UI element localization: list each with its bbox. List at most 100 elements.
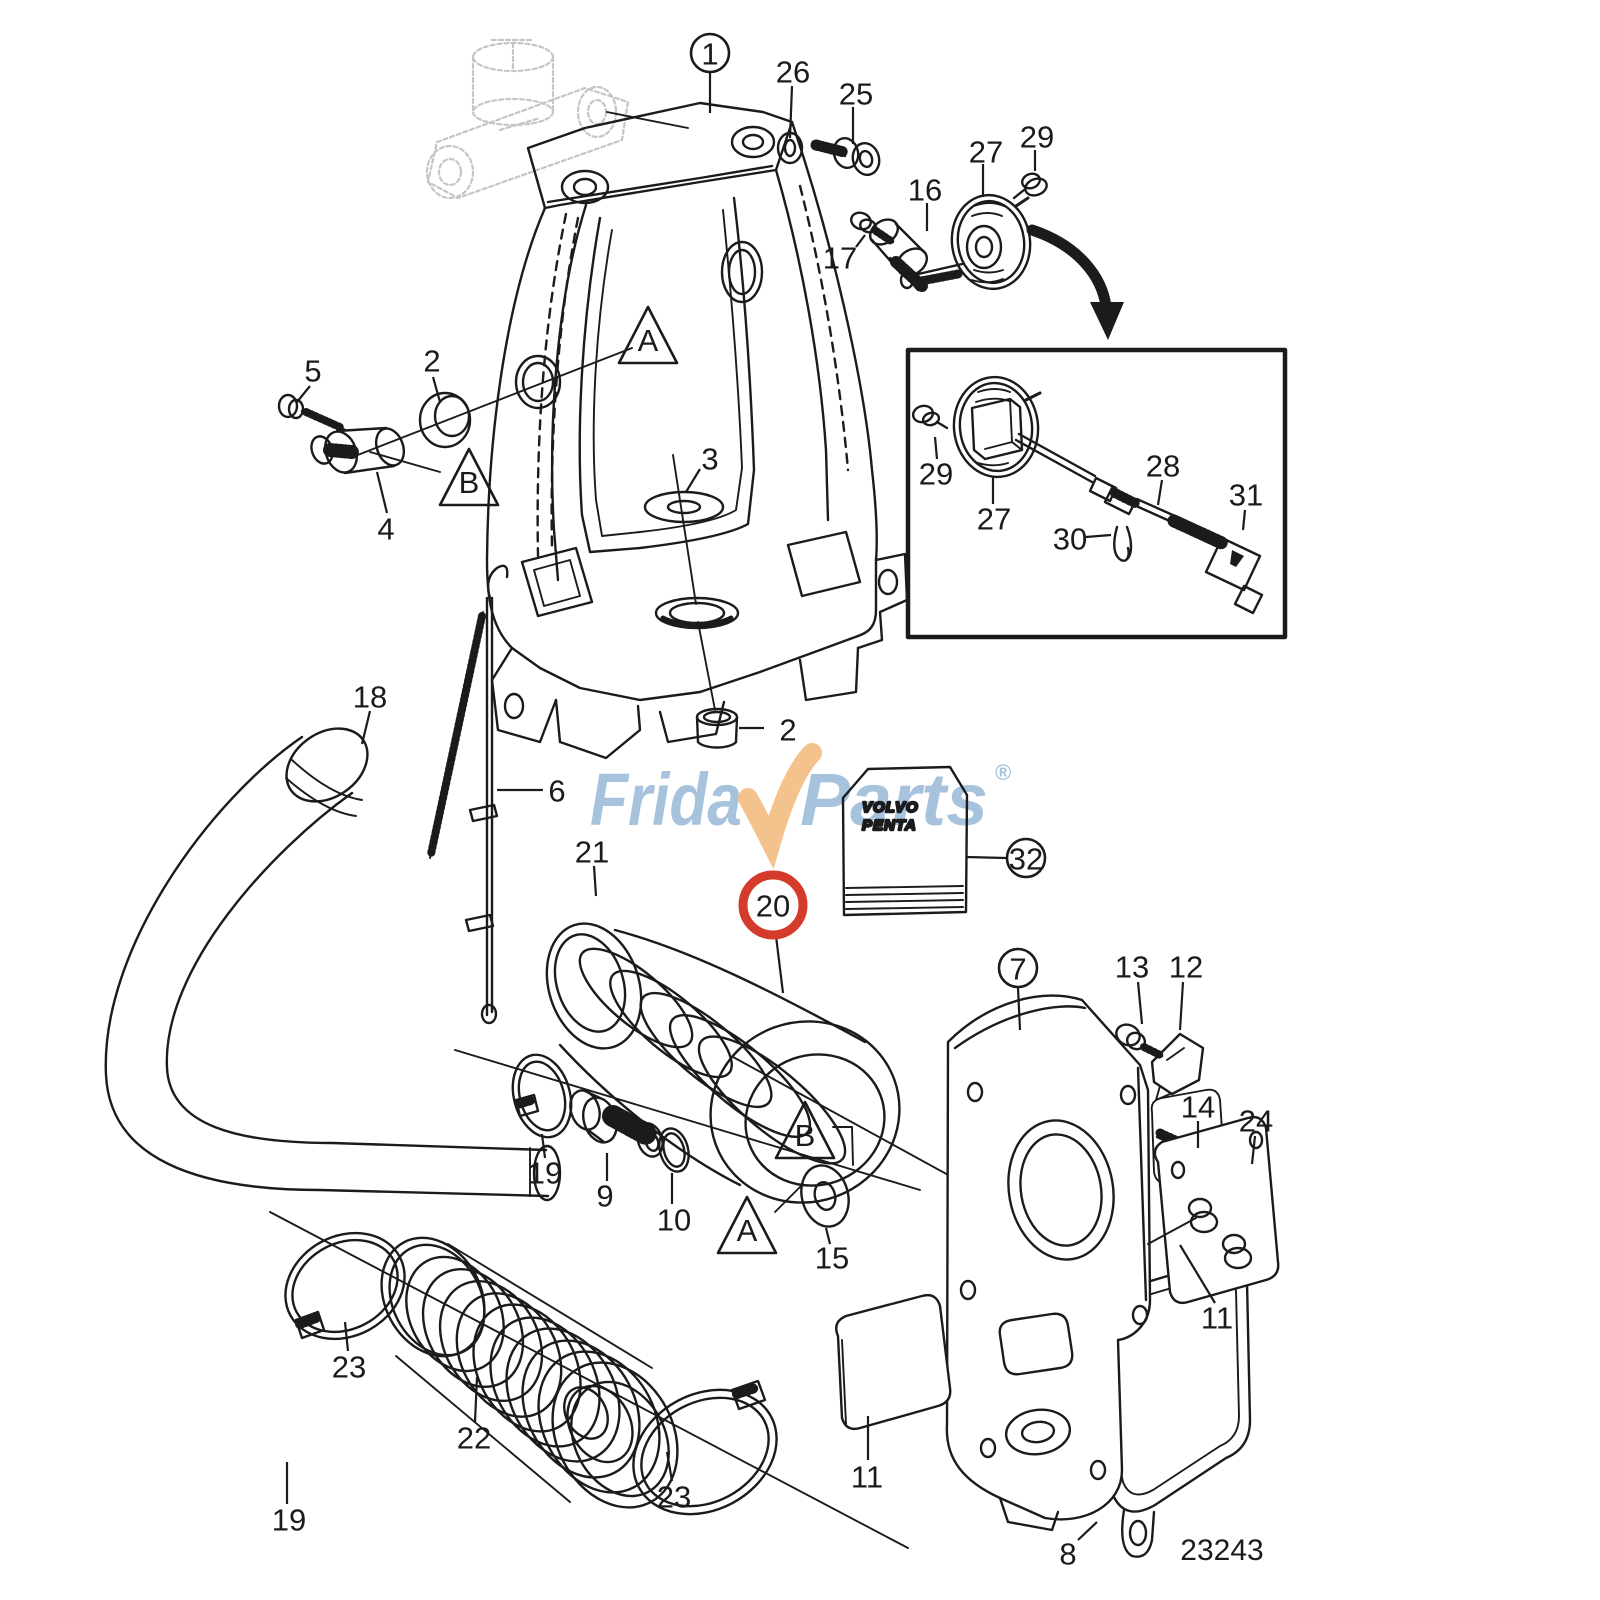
triangle-letter: B bbox=[459, 465, 480, 500]
callout-24-21: 24 bbox=[1239, 1104, 1273, 1165]
volvo-text: VOLVO bbox=[862, 799, 919, 816]
callout-16-4: 16 bbox=[908, 173, 942, 231]
callout-number: 31 bbox=[1229, 478, 1263, 513]
callout-4-9: 4 bbox=[375, 471, 395, 547]
bushing-2-upper bbox=[418, 391, 472, 449]
bolt-17 bbox=[850, 211, 895, 245]
triangle-a-low-line bbox=[774, 1183, 804, 1213]
exhaust-clamp-23-left bbox=[284, 1231, 406, 1341]
callout-circle bbox=[997, 947, 1039, 989]
leader-line bbox=[1077, 1521, 1098, 1541]
callout-8-32: 8 bbox=[1059, 1521, 1098, 1572]
inset-arrowhead bbox=[1090, 302, 1124, 340]
washer-3 bbox=[643, 490, 725, 524]
callout-number: 23 bbox=[657, 1480, 691, 1515]
axis-line-washer3 bbox=[672, 454, 697, 605]
axis-line-lower-1 bbox=[454, 1049, 921, 1191]
leader-line bbox=[360, 710, 372, 745]
leader-line bbox=[1179, 1244, 1216, 1304]
callout-number: 4 bbox=[377, 512, 394, 547]
leader-line bbox=[824, 1227, 832, 1245]
exhaust-hose-18 bbox=[104, 727, 562, 1202]
callout-number: 22 bbox=[457, 1421, 491, 1456]
callout-number: 2 bbox=[779, 713, 796, 748]
leader-line bbox=[1085, 533, 1112, 539]
callout-number: 8 bbox=[1059, 1537, 1076, 1572]
callout-number: 2 bbox=[423, 344, 440, 379]
callout-28-35: 28 bbox=[1146, 449, 1180, 506]
triangle-outline bbox=[774, 1100, 836, 1160]
triangle-b-low-line bbox=[832, 1126, 854, 1166]
callout-18-13: 18 bbox=[353, 680, 387, 745]
clip-plate-12 bbox=[1150, 1032, 1205, 1101]
callout-7-17: 7 bbox=[997, 947, 1039, 1031]
triangle-marker-A-0: A bbox=[617, 305, 679, 365]
bolt-29-top bbox=[1012, 172, 1048, 200]
callout-number: 17 bbox=[823, 241, 857, 276]
leader-line bbox=[1178, 981, 1185, 1031]
callout-number: 26 bbox=[776, 55, 810, 90]
callout-number: 12 bbox=[1169, 950, 1203, 985]
bolt-5 bbox=[277, 393, 347, 432]
callout-number: 15 bbox=[815, 1241, 849, 1276]
leader-line bbox=[1241, 509, 1247, 531]
steering-plate-27-inset bbox=[952, 375, 1042, 479]
callout-31-37: 31 bbox=[1229, 478, 1263, 531]
leader-line bbox=[473, 1376, 479, 1423]
leader-line bbox=[965, 855, 1007, 860]
callout-9-23: 9 bbox=[596, 1153, 614, 1214]
watermark: Frida Parts ® bbox=[590, 743, 1011, 870]
bolt-25 bbox=[810, 136, 881, 177]
watermark-registered-mark: ® bbox=[995, 760, 1011, 785]
callout-number: 18 bbox=[353, 680, 387, 715]
callout-circle bbox=[1005, 837, 1047, 879]
washer-15 bbox=[800, 1164, 850, 1228]
callout-21-14: 21 bbox=[575, 835, 609, 897]
connector-31 bbox=[1204, 536, 1264, 615]
triangle-letter: A bbox=[638, 323, 659, 358]
callout-number: 29 bbox=[919, 457, 953, 492]
callout-number: 29 bbox=[1020, 120, 1054, 155]
cotter-pin-30 bbox=[1113, 525, 1133, 562]
watermark-text-left: Frida bbox=[590, 758, 742, 841]
callout-2-7: 2 bbox=[423, 344, 442, 403]
callout-number: 25 bbox=[839, 77, 873, 112]
callout-25-2: 25 bbox=[839, 77, 873, 144]
penta-text: PENTA bbox=[862, 817, 917, 834]
callout-number: 23 bbox=[332, 1350, 366, 1385]
leader-line bbox=[788, 85, 794, 139]
callout-number: 16 bbox=[908, 173, 942, 208]
volvo-penta-kit-32: VOLVO PENTA bbox=[841, 765, 969, 917]
callout-number: 5 bbox=[304, 354, 321, 389]
callout-number: 20 bbox=[756, 889, 790, 924]
callout-5-8: 5 bbox=[296, 354, 322, 403]
callout-15-25: 15 bbox=[815, 1227, 849, 1276]
bushing-2-lower bbox=[695, 707, 739, 749]
callout-3-10: 3 bbox=[685, 442, 719, 493]
highlight-circle bbox=[738, 870, 808, 940]
callout-23-29: 23 bbox=[657, 1451, 691, 1515]
axis-line-exhaust bbox=[269, 1211, 909, 1549]
shift-cable-28 bbox=[1014, 432, 1229, 550]
bolt-29-inset bbox=[911, 404, 949, 430]
hose-clamp-19 bbox=[511, 1053, 573, 1139]
triangle-outline bbox=[716, 1195, 778, 1255]
triangle-letter: B bbox=[795, 1118, 816, 1153]
leader-line bbox=[375, 471, 389, 514]
callout-11-26: 11 bbox=[1179, 1244, 1233, 1336]
steering-attachment-plate-27 bbox=[899, 193, 1032, 291]
callout-number: 11 bbox=[1201, 1301, 1233, 1336]
leader-line bbox=[855, 234, 866, 248]
callout-27-5: 27 bbox=[969, 135, 1003, 197]
triangle-marker-A-3: A bbox=[716, 1195, 778, 1255]
leader-line bbox=[296, 385, 311, 403]
callout-number: 19 bbox=[272, 1503, 306, 1538]
callout-number: 10 bbox=[657, 1203, 691, 1238]
watermark-text-right: Parts bbox=[800, 758, 988, 841]
callout-29-33: 29 bbox=[919, 436, 953, 492]
callout-20-15: 20 bbox=[738, 870, 808, 994]
callout-26-1: 26 bbox=[776, 55, 810, 139]
callout-17-3: 17 bbox=[823, 234, 866, 276]
